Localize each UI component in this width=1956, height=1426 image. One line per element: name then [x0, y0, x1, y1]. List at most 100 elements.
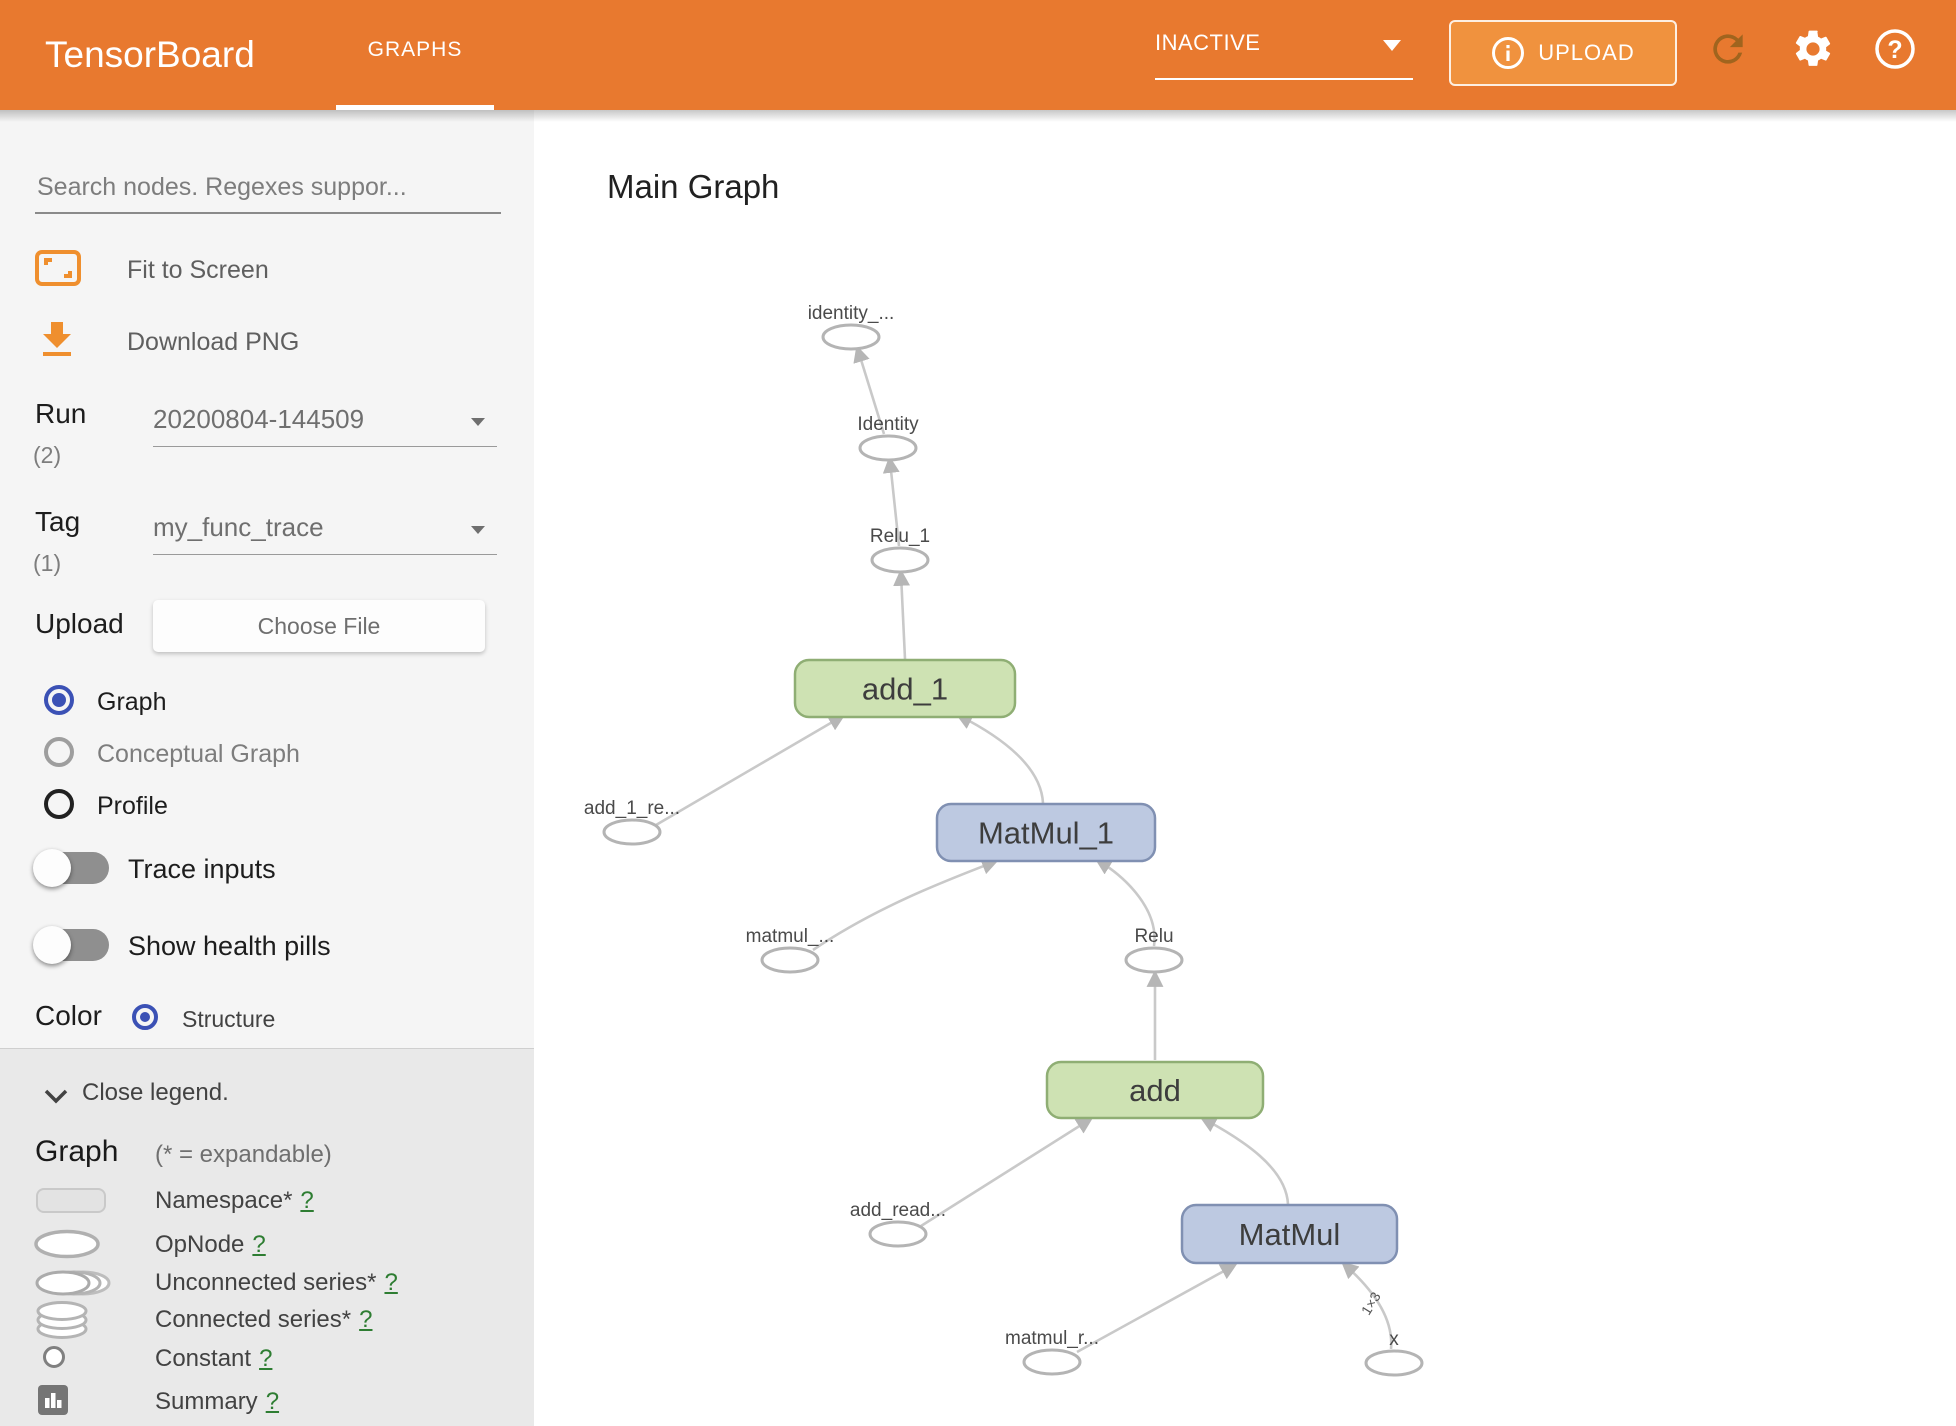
radio-conceptual-graph[interactable] — [44, 737, 74, 767]
health-pills-toggle-knob[interactable] — [33, 926, 71, 964]
download-png-label: Download PNG — [127, 328, 300, 356]
graph-node-label: identity_... — [808, 303, 895, 324]
tag-chevron-down-icon[interactable] — [471, 526, 485, 534]
edge-shape-label: 1×3 — [1358, 1289, 1384, 1318]
run-label: Run — [35, 398, 87, 429]
color-label: Color — [35, 1000, 102, 1031]
upload-button[interactable]: UPLOAD — [1449, 20, 1677, 86]
radio-conceptual-graph-label: Conceptual Graph — [97, 740, 300, 768]
legend-expandable-note: (* = expandable) — [155, 1141, 332, 1168]
graph-node-Relu_1[interactable]: Relu_1 — [870, 526, 930, 574]
radio-profile[interactable] — [44, 789, 74, 819]
opnode-ellipse-icon — [34, 1229, 100, 1259]
tab-active-indicator — [336, 105, 494, 110]
legend-item: Constant? — [155, 1345, 272, 1373]
app-header: TensorBoard GRAPHS INACTIVE UPLOAD ? — [0, 0, 1956, 110]
fit-to-screen-label: Fit to Screen — [127, 256, 269, 284]
tag-count: (1) — [33, 550, 62, 576]
graph-node-matmul_1_re[interactable]: matmul_... — [746, 926, 835, 974]
legend-item-namespace-label: Namespace* — [155, 1187, 293, 1214]
chevron-down-icon — [44, 1089, 68, 1104]
refresh-icon[interactable] — [1706, 27, 1750, 71]
header-shadow — [0, 110, 1956, 122]
help-link-summary[interactable]: ? — [265, 1388, 280, 1415]
graph-node-add_1[interactable]: add_1 — [793, 658, 1017, 719]
graph-node-label: Identity — [857, 414, 919, 435]
graph-edge-7 — [920, 1117, 1094, 1228]
close-legend-label: Close legend. — [82, 1079, 229, 1106]
graph-edge-1 — [812, 858, 999, 952]
graph-node-Identity[interactable]: Identity — [857, 414, 919, 462]
close-legend-button[interactable]: Close legend. — [43, 1079, 229, 1111]
graph-node-matmul_re[interactable]: matmul_r... — [1005, 1328, 1099, 1376]
legend-item: OpNode? — [155, 1231, 266, 1259]
graph-node-Relu[interactable]: Relu — [1124, 926, 1184, 974]
legend-item-connected-label: Connected series* — [155, 1306, 352, 1333]
search-input[interactable] — [35, 162, 501, 214]
namespace-swatch — [36, 1188, 106, 1213]
tag-select-value[interactable]: my_func_trace — [153, 512, 324, 542]
tag-select-underline — [153, 554, 497, 555]
legend-section-title: Graph — [35, 1135, 119, 1168]
data-status-dropdown[interactable]: INACTIVE — [1155, 24, 1413, 80]
radio-graph-label: Graph — [97, 688, 167, 716]
trace-inputs-toggle-knob[interactable] — [33, 849, 71, 887]
graph-node-identity_out[interactable]: identity_... — [808, 303, 895, 351]
graph-node-label: MatMul_1 — [978, 816, 1114, 851]
graph-edge-3 — [955, 713, 1045, 804]
help-icon[interactable]: ? — [1873, 27, 1917, 71]
legend-item: Namespace*? — [155, 1187, 314, 1215]
trace-inputs-label: Trace inputs — [128, 854, 276, 884]
graph-edge-8 — [1076, 1263, 1238, 1354]
download-icon — [43, 322, 71, 356]
connected-series-icon — [36, 1301, 88, 1339]
legend-item: Unconnected series*? — [155, 1269, 398, 1297]
graph-legend: Close legend. Graph (* = expandable) Nam… — [0, 1048, 534, 1426]
graph-node-label: matmul_... — [746, 926, 835, 947]
radio-color-structure-label: Structure — [182, 1006, 276, 1032]
upload-button-label: UPLOAD — [1538, 40, 1635, 65]
help-link-unconnected[interactable]: ? — [384, 1269, 398, 1296]
legend-item-constant-label: Constant — [155, 1345, 252, 1372]
data-status-label: INACTIVE — [1155, 30, 1261, 55]
radio-color-structure[interactable] — [132, 1004, 158, 1030]
run-count: (2) — [33, 442, 62, 468]
app-logo: TensorBoard — [45, 34, 255, 75]
graph-edge-0 — [655, 714, 846, 827]
choose-file-button[interactable]: Choose File — [153, 600, 485, 652]
graph-edge-9 — [1341, 1261, 1393, 1350]
help-link-opnode[interactable]: ? — [252, 1231, 266, 1258]
graph-node-MatMul[interactable]: MatMul — [1180, 1203, 1399, 1265]
unconnected-series-icon — [35, 1270, 111, 1296]
chevron-down-icon — [1383, 40, 1401, 51]
run-select-value[interactable]: 20200804-144509 — [153, 404, 365, 434]
graph-node-add[interactable]: add — [1045, 1060, 1265, 1120]
gear-icon[interactable] — [1791, 27, 1835, 71]
legend-item-opnode-label: OpNode — [155, 1231, 245, 1258]
sidebar: Fit to Screen Download PNG Run (2) 20200… — [0, 110, 534, 1426]
run-select-underline — [153, 446, 497, 447]
help-link-connected[interactable]: ? — [359, 1306, 373, 1333]
graph-node-label: x — [1389, 1329, 1399, 1350]
info-icon — [1492, 37, 1525, 69]
radio-graph[interactable] — [44, 685, 74, 715]
graph-node-MatMul_1[interactable]: MatMul_1 — [935, 802, 1157, 863]
graph-node-label: MatMul — [1239, 1217, 1341, 1252]
health-pills-label: Show health pills — [128, 931, 331, 961]
help-link-namespace[interactable]: ? — [300, 1187, 314, 1214]
graph-node-add_1_re[interactable]: add_1_re... — [584, 798, 680, 846]
graph-edge-10 — [1199, 1116, 1290, 1205]
graph-node-x[interactable]: x — [1364, 1329, 1424, 1377]
graph-node-label: Relu — [1134, 926, 1173, 947]
svg-text:?: ? — [1887, 36, 1902, 64]
run-chevron-down-icon[interactable] — [471, 418, 485, 426]
graph-node-label: add_1_re... — [584, 798, 680, 819]
graph-node-label: Relu_1 — [870, 526, 930, 547]
graph-node-add_read[interactable]: add_read... — [850, 1200, 946, 1248]
graph-node-label: add_1 — [862, 672, 948, 707]
upload-field-label: Upload — [35, 608, 124, 639]
legend-item-unconnected-label: Unconnected series* — [155, 1269, 377, 1296]
tab-graphs[interactable]: GRAPHS — [367, 38, 463, 61]
help-link-constant[interactable]: ? — [259, 1345, 273, 1372]
